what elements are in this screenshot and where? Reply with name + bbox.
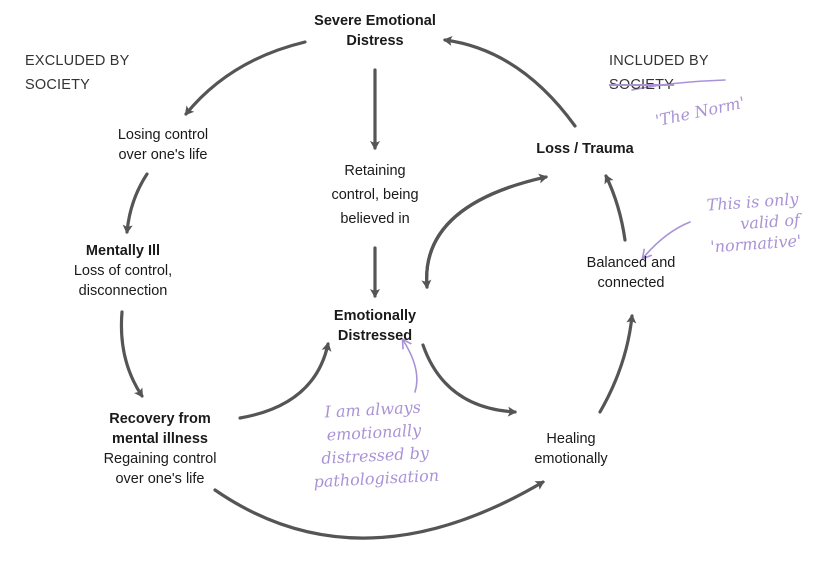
node-severe-emotional-distress: Severe Emotional Distress <box>314 13 436 49</box>
arrow-balanced-to-loss <box>604 174 627 242</box>
excluded-by-society-label: EXCLUDED BY SOCIETY <box>25 53 130 93</box>
annotation-arrow-always <box>403 340 418 393</box>
arrow-severe-to-losing-control <box>184 40 307 116</box>
arrow-recovery-to-emotionally <box>238 342 332 420</box>
annotation-always-distressed: I am always emotionally distressed by pa… <box>313 397 440 492</box>
arrow-loss-to-severe <box>443 35 577 128</box>
annotation-strike-society <box>631 79 726 91</box>
arrow-mentally-ill-to-recovery <box>119 310 144 398</box>
node-healing-emotionally: Healing emotionally <box>534 431 608 467</box>
node-losing-control: Losing control over one's life <box>117 127 209 163</box>
node-emotionally-distressed: Emotionally Distressed <box>333 308 417 344</box>
arrow-recovery-to-healing <box>213 480 545 540</box>
node-loss-trauma: Loss / Trauma <box>536 141 634 157</box>
included-by-society-label: INCLUDED BY SOCIETY <box>609 53 709 93</box>
node-mentally-ill: Mentally Ill Loss of control, disconnect… <box>73 243 173 299</box>
node-retaining-control: Retaining control, being believed in <box>331 163 419 227</box>
arrow-emotionally-to-loss <box>425 173 548 289</box>
arrow-healing-to-balanced <box>598 314 637 414</box>
annotation-only-valid: This is only valid of 'normative' <box>706 189 802 257</box>
node-recovery: Recovery from mental illness Regaining c… <box>103 411 217 487</box>
arrow-losing-control-to-mentally-ill <box>122 172 149 234</box>
arrow-emotionally-to-healing <box>421 343 517 417</box>
arrow-loss-to-emotionally <box>421 175 548 289</box>
annotation-arrow-valid <box>643 221 691 258</box>
node-balanced-connected: Balanced and connected <box>586 255 676 291</box>
